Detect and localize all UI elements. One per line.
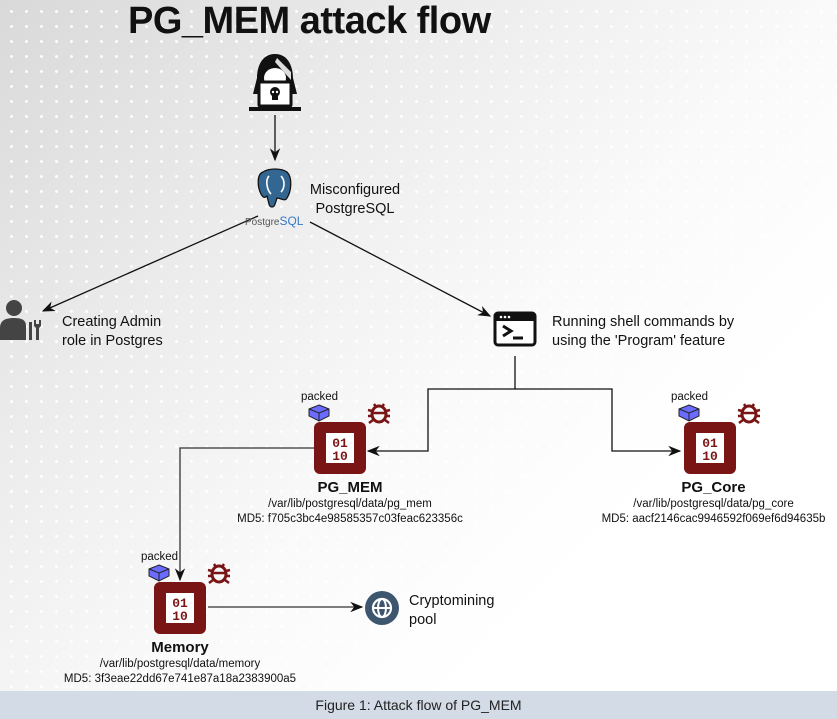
- packed-label-pgmem: packed: [301, 391, 339, 403]
- svg-text:01: 01: [702, 436, 718, 451]
- edge-shell-pgcore: [515, 388, 682, 457]
- postgres-logo-sql: SQL: [279, 214, 304, 228]
- bug-icon: [737, 403, 761, 424]
- admin-label-line1: Creating Admin: [62, 314, 162, 330]
- postgres-label: Misconfigured PostgreSQL: [304, 181, 406, 219]
- pgcore-info: PG_Core /var/lib/postgresql/data/pg_core…: [590, 479, 837, 527]
- bug-icon: [367, 403, 391, 424]
- memory-md5: MD5: 3f3eae22dd67e741e87a18a2383900a5: [63, 673, 297, 685]
- memory-name: Memory: [151, 639, 209, 656]
- edge-shell-branch: [366, 356, 516, 457]
- packed-cube-icon: [148, 564, 170, 582]
- pgmem-info: PG_MEM /var/lib/postgresql/data/pg_mem M…: [220, 479, 480, 527]
- connectors: [41, 115, 682, 613]
- memory-path: /var/lib/postgresql/data/memory: [99, 658, 261, 670]
- postgresql-logo: PostgreSQL: [245, 168, 307, 230]
- packed-label-pgcore: packed: [671, 391, 709, 403]
- pgcore-path: /var/lib/postgresql/data/pg_core: [633, 498, 794, 510]
- pgmem-name: PG_MEM: [317, 479, 383, 496]
- svg-text:10: 10: [172, 609, 188, 624]
- admin-label-line2: role in Postgres: [62, 333, 163, 349]
- packed-label-memory: packed: [141, 551, 179, 563]
- packed-cube-icon: [308, 404, 330, 422]
- packed-cube-icon: [678, 404, 700, 422]
- pool-label-line1: Cryptomining: [409, 593, 495, 609]
- postgres-label-line2: PostgreSQL: [315, 201, 395, 217]
- bug-icon: [207, 563, 231, 584]
- edge-postgres-shell: [309, 221, 492, 317]
- edge-postgres-admin: [41, 215, 259, 312]
- figure-caption: Figure 1: Attack flow of PG_MEM: [0, 691, 837, 719]
- shell-label-line2: using the 'Program' feature: [552, 333, 726, 349]
- pool-label: Cryptomining pool: [409, 592, 494, 630]
- binary-file-icon: 01 10: [684, 422, 736, 474]
- svg-text:10: 10: [332, 449, 348, 464]
- hacker-icon: [249, 54, 301, 111]
- terminal-icon: [493, 311, 537, 347]
- svg-text:01: 01: [332, 436, 348, 451]
- dot-grid-background: [0, 0, 837, 691]
- memory-info: Memory /var/lib/postgresql/data/memory M…: [50, 639, 310, 687]
- shell-label-line1: Running shell commands by: [552, 314, 735, 330]
- pgcore-md5: MD5: aacf2146cac9946592f069ef6d94635b: [601, 513, 826, 525]
- admin-user-tools-icon: [0, 300, 41, 340]
- binary-file-icon: 01 10: [154, 582, 206, 634]
- shell-label: Running shell commands by using the 'Pro…: [552, 313, 734, 351]
- svg-text:10: 10: [702, 449, 718, 464]
- admin-label: Creating Admin role in Postgres: [62, 313, 163, 351]
- svg-text:01: 01: [172, 596, 188, 611]
- binary-file-icon: 01 10: [314, 422, 366, 474]
- globe-icon: [365, 591, 399, 625]
- pgmem-md5: MD5: f705c3bc4e98585357c03feac623356c: [237, 513, 463, 525]
- pool-label-line2: pool: [409, 612, 437, 628]
- pgcore-name: PG_Core: [681, 479, 746, 496]
- pgmem-path: /var/lib/postgresql/data/pg_mem: [268, 498, 432, 510]
- postgres-logo-text: Postgre: [245, 217, 280, 228]
- postgres-label-line1: Misconfigured: [309, 182, 401, 198]
- diagram-canvas: PG_MEM attack flow PostgreSQL Misconfigu…: [0, 0, 837, 691]
- page-title: PG_MEM attack flow: [128, 0, 491, 42]
- edge-pgmem-memory: [174, 447, 314, 582]
